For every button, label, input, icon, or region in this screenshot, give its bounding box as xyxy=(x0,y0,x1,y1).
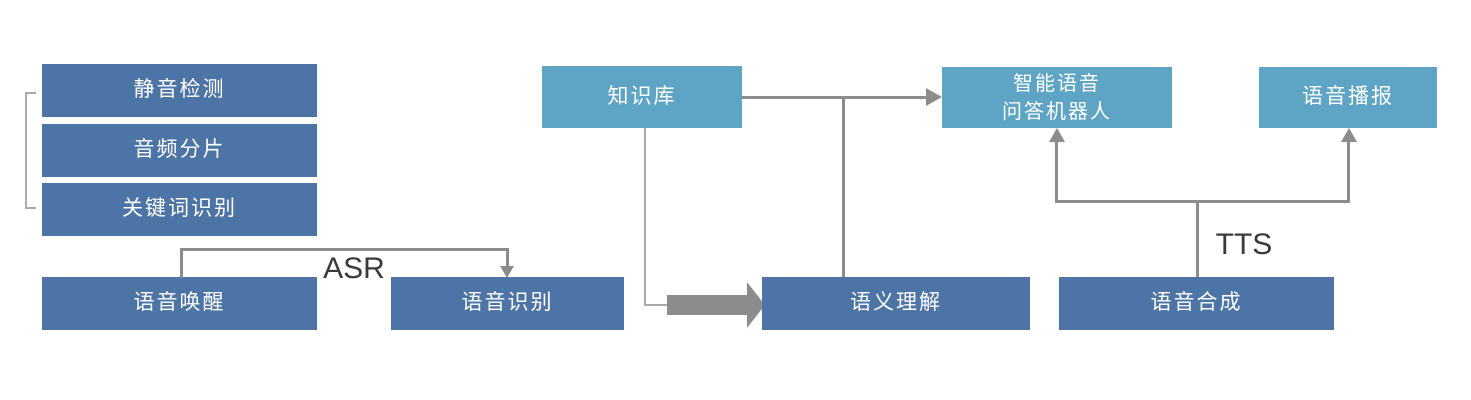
box-semantic-understanding: 语义理解 xyxy=(762,277,1030,330)
box-voice-wakeup-label: 语音唤醒 xyxy=(133,291,226,315)
box-voice-broadcast-label: 语音播报 xyxy=(1302,85,1394,109)
knowledge-base-elbow-line xyxy=(644,304,668,306)
box-keyword-recognition-label: 关键词识别 xyxy=(122,197,237,221)
knowledge-base-to-robot-line xyxy=(742,96,926,99)
tts-left-riser-line xyxy=(1055,140,1058,203)
box-speech-synthesis: 语音合成 xyxy=(1059,277,1334,330)
semantic-to-robot-riser-line xyxy=(842,96,845,277)
tts-branch-line xyxy=(1055,200,1350,203)
box-semantic-understanding-label: 语义理解 xyxy=(850,291,942,315)
tts-stem-line xyxy=(1196,202,1199,277)
box-silence-detection: 静音检测 xyxy=(42,64,317,117)
knowledge-base-down-line xyxy=(644,128,646,306)
box-speech-recognition: 语音识别 xyxy=(391,277,624,330)
box-voice-broadcast: 语音播报 xyxy=(1259,67,1437,128)
box-audio-segmentation-label: 音频分片 xyxy=(133,138,226,162)
group-bracket xyxy=(25,92,36,209)
tts-right-riser-line xyxy=(1347,140,1350,203)
tts-label: TTS xyxy=(1215,228,1273,261)
box-audio-segmentation: 音频分片 xyxy=(42,124,317,177)
asr-label: ASR xyxy=(323,252,385,285)
box-silence-detection-label: 静音检测 xyxy=(133,78,226,102)
box-qa-robot-label-line1: 智能语音 xyxy=(1013,72,1101,95)
box-qa-robot: 智能语音 问答机器人 xyxy=(942,67,1172,128)
thick-arrowhead-icon xyxy=(747,282,765,328)
asr-arrow-segment-up xyxy=(180,248,183,278)
tts-right-arrowhead-icon xyxy=(1341,128,1357,142)
tts-left-arrowhead-icon xyxy=(1049,128,1065,142)
asr-arrow-segment-across xyxy=(180,248,509,251)
asr-arrow-segment-down xyxy=(506,248,509,268)
box-qa-robot-label-line2: 问答机器人 xyxy=(1002,100,1112,123)
box-knowledge-base: 知识库 xyxy=(542,66,742,128)
asr-arrowhead-icon xyxy=(500,266,514,278)
box-keyword-recognition: 关键词识别 xyxy=(42,183,317,236)
knowledge-base-to-robot-arrowhead-icon xyxy=(926,88,942,106)
box-speech-synthesis-label: 语音合成 xyxy=(1150,291,1243,315)
thick-arrow-body xyxy=(667,295,748,315)
box-voice-wakeup: 语音唤醒 xyxy=(42,277,317,330)
box-speech-recognition-label: 语音识别 xyxy=(461,291,554,315)
box-knowledge-base-label: 知识库 xyxy=(607,84,677,108)
